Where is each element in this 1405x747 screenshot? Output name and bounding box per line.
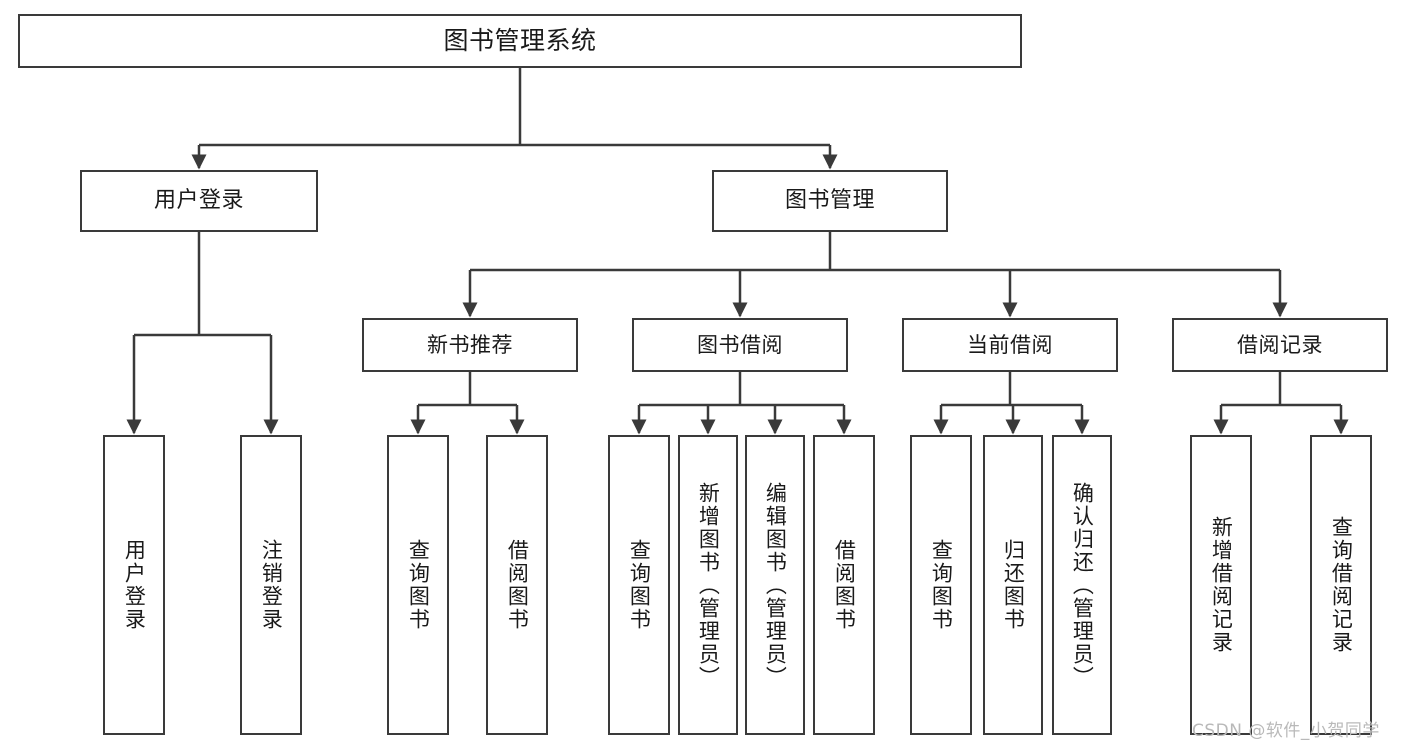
node-rc-add[interactable]: 新增借阅记录 (1190, 435, 1252, 735)
node-label-cu-confirm: 确认归还（管理员） (1070, 481, 1095, 689)
node-cu-return[interactable]: 归还图书 (983, 435, 1043, 735)
node-root[interactable]: 图书管理系统 (18, 14, 1022, 68)
node-login[interactable]: 用户登录 (80, 170, 318, 232)
node-label-bk-edit: 编辑图书（管理员） (763, 481, 788, 689)
node-label-records: 借阅记录 (1237, 332, 1323, 357)
node-label-login-out: 注销登录 (259, 539, 284, 631)
node-label-bk-borrow: 借阅图书 (832, 539, 857, 631)
node-label-cu-query: 查询图书 (929, 539, 954, 631)
node-records[interactable]: 借阅记录 (1172, 318, 1388, 372)
node-login-do[interactable]: 用户登录 (103, 435, 165, 735)
node-nb-query[interactable]: 查询图书 (387, 435, 449, 735)
node-label-rc-query: 查询借阅记录 (1329, 516, 1354, 654)
node-current[interactable]: 当前借阅 (902, 318, 1118, 372)
node-label-root: 图书管理系统 (443, 26, 597, 56)
node-bk-borrow[interactable]: 借阅图书 (813, 435, 875, 735)
node-bookmgmt[interactable]: 图书管理 (712, 170, 948, 232)
node-bk-query[interactable]: 查询图书 (608, 435, 670, 735)
node-cu-query[interactable]: 查询图书 (910, 435, 972, 735)
node-newbook[interactable]: 新书推荐 (362, 318, 578, 372)
node-label-nb-borrow: 借阅图书 (505, 539, 530, 631)
csdn-watermark: CSDN @软件_小贺同学 (1192, 721, 1380, 741)
node-label-current: 当前借阅 (967, 332, 1053, 357)
node-label-login: 用户登录 (153, 188, 244, 214)
node-label-rc-add: 新增借阅记录 (1209, 516, 1234, 654)
node-cu-confirm[interactable]: 确认归还（管理员） (1052, 435, 1112, 735)
node-login-out[interactable]: 注销登录 (240, 435, 302, 735)
node-label-borrow: 图书借阅 (697, 332, 783, 357)
node-nb-borrow[interactable]: 借阅图书 (486, 435, 548, 735)
node-label-newbook: 新书推荐 (427, 332, 513, 357)
node-label-nb-query: 查询图书 (406, 539, 431, 631)
node-bk-edit[interactable]: 编辑图书（管理员） (745, 435, 805, 735)
node-bk-add[interactable]: 新增图书（管理员） (678, 435, 738, 735)
node-label-cu-return: 归还图书 (1001, 539, 1026, 631)
node-label-bk-query: 查询图书 (627, 539, 652, 631)
node-borrow[interactable]: 图书借阅 (632, 318, 848, 372)
node-label-bookmgmt: 图书管理 (784, 188, 875, 214)
node-label-login-do: 用户登录 (122, 539, 147, 631)
node-rc-query[interactable]: 查询借阅记录 (1310, 435, 1372, 735)
node-label-bk-add: 新增图书（管理员） (696, 481, 721, 689)
